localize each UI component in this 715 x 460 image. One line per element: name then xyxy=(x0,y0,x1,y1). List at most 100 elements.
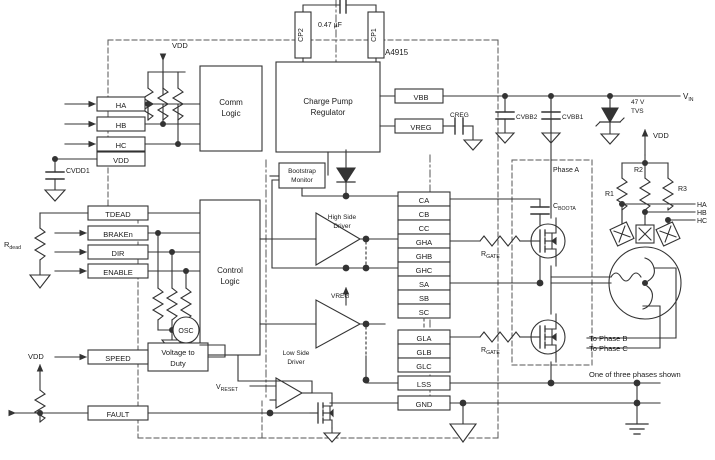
wire xyxy=(237,354,313,394)
voltage-to-duty-label-2: Duty xyxy=(170,359,186,368)
control-logic-label-1: Control xyxy=(217,266,243,275)
to-phase-c-label: To Phase C xyxy=(589,344,628,353)
voltage-to-duty-label-1: Voltage to xyxy=(161,348,194,357)
pin-label-sa: SA xyxy=(419,280,429,289)
osc-label: OSC xyxy=(178,328,193,335)
pin-label-enable: ENABLE xyxy=(103,268,133,277)
high-side-driver-label-2: Driver xyxy=(333,223,351,230)
cvbb2-cap xyxy=(494,95,516,144)
junction xyxy=(183,268,189,274)
pin-label-gla: GLA xyxy=(416,334,431,343)
phase-a-box xyxy=(511,159,593,366)
junction xyxy=(160,121,166,127)
junction xyxy=(362,235,370,243)
bootstrap-monitor-label-1: Bootstrap xyxy=(288,168,316,175)
rgate2-label: RGATE xyxy=(481,347,500,356)
rdead-resistor xyxy=(28,212,52,289)
comm-logic-label-1: Comm xyxy=(219,98,243,107)
vreset-label: VRESET xyxy=(216,384,239,393)
bootstrap-monitor-label-2: Monitor xyxy=(291,177,314,184)
control-logic-label-2: Logic xyxy=(220,277,239,286)
high-side-driver xyxy=(265,212,421,266)
pin-label-glb: GLB xyxy=(416,348,431,357)
cvbb1-label: CVBB1 xyxy=(562,114,584,121)
junction xyxy=(633,379,641,387)
junction xyxy=(619,201,625,207)
cvbb2-label: CVBB2 xyxy=(516,114,538,121)
phase-a-label: Phase A xyxy=(553,167,579,174)
junction xyxy=(362,376,370,384)
r1-label: R1 xyxy=(605,191,614,198)
pin-label-hb: HB xyxy=(116,121,126,130)
charge-pump-label-2: Regulator xyxy=(311,108,346,117)
vdd-top-label: VDD xyxy=(172,41,188,50)
comm-logic-label-2: Logic xyxy=(221,109,240,118)
pin-stack-high xyxy=(397,191,451,319)
wire xyxy=(301,187,421,197)
tvs-label-2: TVS xyxy=(631,108,644,115)
pin-label-cb: CB xyxy=(419,210,429,219)
control-logic-block xyxy=(199,199,261,356)
hall-hc-label: HC xyxy=(697,218,707,225)
pin-label-gha: GHA xyxy=(416,238,432,247)
gate-low-net xyxy=(449,331,533,343)
vin-label: VIN xyxy=(683,92,694,103)
vdd-left-label: VDD xyxy=(28,352,44,361)
tvs-label-1: 47 V xyxy=(631,99,645,106)
junction xyxy=(155,230,161,236)
pin-label-braken: BRAKEn xyxy=(103,230,133,239)
vreg-supply-label: VREG xyxy=(331,293,349,300)
pin-group-bottom xyxy=(329,375,661,411)
gnd-symbol xyxy=(448,402,478,443)
pin-label-ghb: GHB xyxy=(416,252,432,261)
junction xyxy=(547,379,555,387)
hall-sensor-c xyxy=(655,221,681,247)
junction xyxy=(342,192,350,200)
power-gnd-symbol xyxy=(625,382,649,435)
device-label: A4915 xyxy=(385,48,409,57)
junction xyxy=(362,320,370,328)
pin-label-hc: HC xyxy=(116,141,127,150)
charge-pump-caps xyxy=(294,0,385,76)
hall-hb-label: HB xyxy=(697,210,707,217)
charge-pump-block xyxy=(275,61,381,153)
r3-label: R3 xyxy=(678,186,687,193)
comm-logic-block xyxy=(199,65,263,152)
pin-label-fault: FAULT xyxy=(107,410,130,419)
cp2-label: CP2 xyxy=(298,28,305,42)
internal-pulldowns xyxy=(151,232,193,353)
cboota-label: CBOOTA xyxy=(553,203,576,212)
mosfet-low-side xyxy=(530,313,566,363)
tvs-diode xyxy=(595,95,681,145)
pin-label-ghc: GHC xyxy=(416,266,433,275)
hall-ha-label: HA xyxy=(697,202,707,209)
pin-label-lss: LSS xyxy=(417,380,431,389)
junction xyxy=(175,141,181,147)
mosfet-high-side xyxy=(530,217,566,267)
pin-label-dir: DIR xyxy=(112,249,126,258)
pin-speed xyxy=(54,349,149,365)
pin-label-sb: SB xyxy=(419,294,429,303)
hall-pullup-net xyxy=(615,128,696,229)
creg-label: CREG xyxy=(450,112,469,119)
low-side-driver-label-1: Low Side xyxy=(283,350,310,357)
pin-group-vbb-vreg xyxy=(394,88,611,134)
gate-high-net xyxy=(449,235,533,247)
bootstrap-diode xyxy=(335,149,357,197)
pin-label-ca: CA xyxy=(419,196,429,205)
vdd-right-label: VDD xyxy=(653,131,669,140)
hall-sensor-a xyxy=(609,221,635,247)
cvdd1-label: CVDD1 xyxy=(66,168,90,175)
hall-sensor-b xyxy=(635,224,655,244)
pin-label-ha: HA xyxy=(116,101,126,110)
vreset-comparator xyxy=(249,377,313,409)
cp-cap-value: 0.47 µF xyxy=(318,22,342,29)
pin-group-left-mid xyxy=(39,205,201,279)
pin-label-sc: SC xyxy=(419,308,430,317)
pin-label-vbb: VBB xyxy=(413,93,428,102)
pin-label-vdd: VDD xyxy=(113,156,129,165)
junction xyxy=(665,217,671,223)
junction xyxy=(342,264,350,272)
